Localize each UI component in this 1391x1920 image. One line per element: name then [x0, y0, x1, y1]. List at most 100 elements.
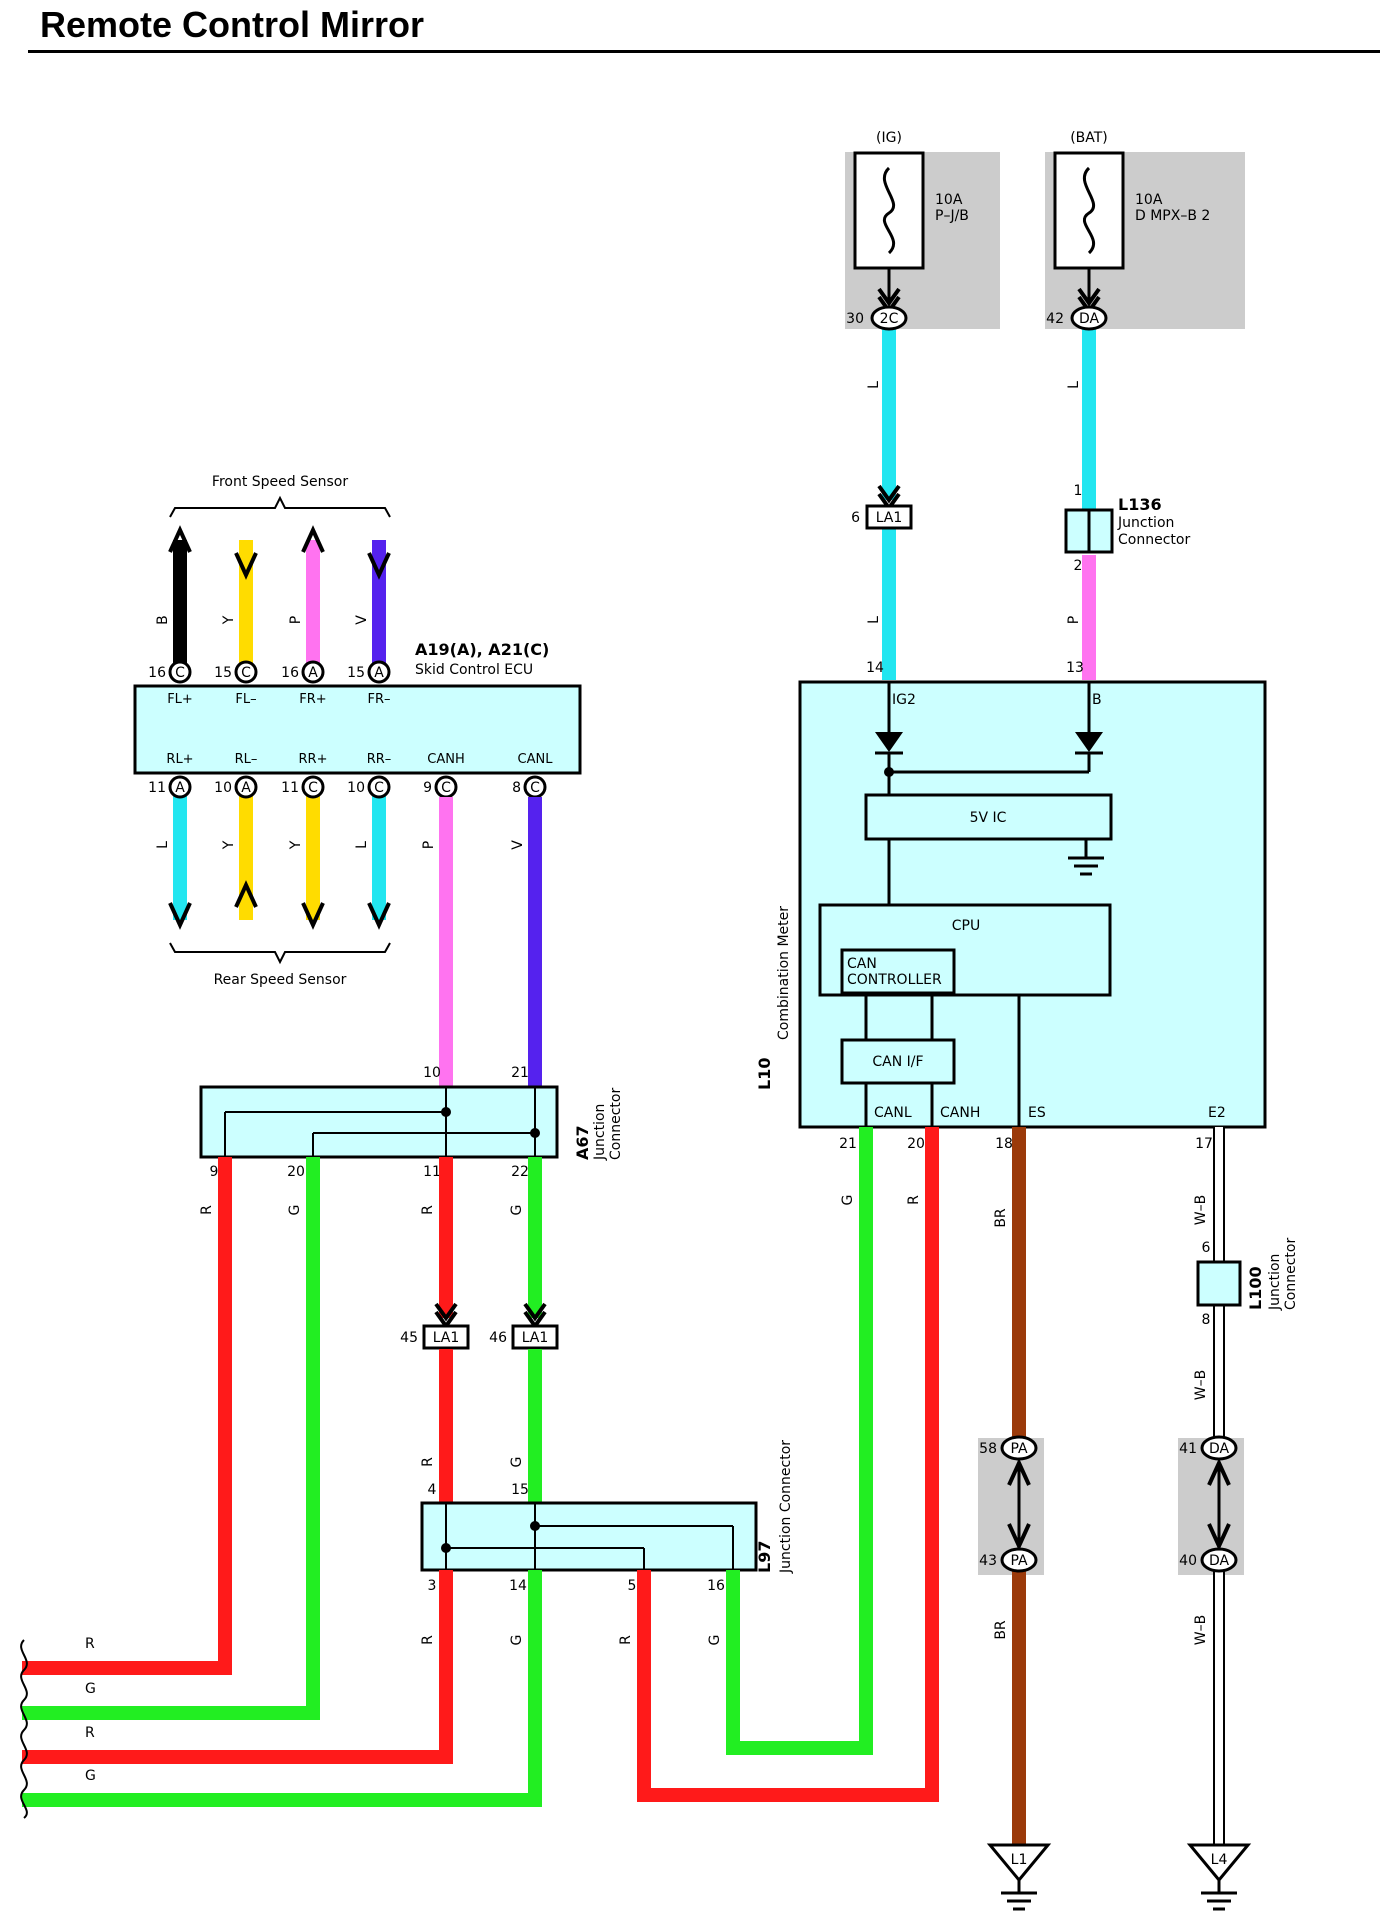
ecu-bot-pin-5-letter: C	[530, 780, 540, 796]
ground-l1-triangle	[986, 1843, 1052, 1883]
a67-l-dot	[530, 1128, 540, 1138]
l136-in-pin: 1	[1074, 483, 1083, 499]
ig-fuse-rating: 10A	[935, 192, 963, 208]
ecu-bot-pin-2-letter: C	[308, 780, 318, 796]
ecu-top-pin-3-letter: A	[374, 665, 384, 681]
front-sensor-brace	[169, 495, 391, 518]
meter-b-diode	[1075, 732, 1103, 752]
pa-bottom-pin: 43	[979, 1553, 997, 1569]
rear-arrow-1	[234, 880, 258, 908]
front-arrow-0	[168, 525, 192, 553]
bat-label: (BAT)	[1070, 130, 1108, 146]
wire-ig-label2: L	[866, 616, 882, 624]
wire-a67-9-label: R	[199, 1205, 215, 1215]
ecu-top-num-1: 15	[214, 665, 232, 681]
meter-pin-14: 14	[866, 660, 884, 676]
wire-l97-5-label: R	[618, 1635, 634, 1645]
da-link-arrow-down	[1207, 1523, 1231, 1551]
wire-a67-9-r	[22, 1157, 232, 1675]
l100-id: L100	[1246, 1266, 1265, 1310]
skid-ecu-name: Skid Control ECU	[415, 662, 533, 678]
ecu-top-label-1: FL–	[235, 692, 256, 707]
da-top-oval-text: DA	[1209, 1441, 1230, 1457]
a67-name: JunctionConnector	[592, 1088, 624, 1161]
pa-link-arrow-down	[1007, 1523, 1031, 1551]
ecu-bot-label-4: CANH	[427, 752, 464, 767]
ecu-bot-label-1: RL–	[235, 752, 258, 767]
wire-canl-label: G	[840, 1195, 856, 1206]
ecu-top-pin-2-letter: A	[308, 665, 318, 681]
left-wire-label-2: G	[85, 1681, 96, 1697]
front-arrow-3	[367, 552, 391, 580]
l97-connector	[420, 1501, 758, 1572]
l100-out-pin: 8	[1202, 1312, 1211, 1328]
da-bottom-pin: 40	[1179, 1553, 1197, 1569]
l97-bot-pin-14: 14	[509, 1578, 527, 1594]
la1-r-box-text: LA1	[522, 1330, 549, 1346]
pa-top-oval-text: PA	[1010, 1441, 1028, 1457]
ecu-bot-pin-0-letter: A	[175, 780, 185, 796]
ecu-bot-pin-4-letter: C	[441, 780, 451, 796]
rear-wire-label-0: L	[155, 841, 171, 849]
front-arrow-1	[234, 552, 258, 580]
a67-top-pin-10: 10	[423, 1065, 441, 1081]
skid-ecu-title: A19(A), A21(C)	[415, 640, 549, 659]
meter-e2-label: E2	[1208, 1105, 1226, 1121]
page-title: Remote Control Mirror	[40, 4, 425, 45]
l100-box	[1196, 1260, 1242, 1307]
l100-name: JunctionConnector	[1267, 1238, 1299, 1311]
meter-pin-18: 18	[995, 1136, 1013, 1152]
a67-h-dot	[441, 1107, 451, 1117]
front-wire-label-2: P	[288, 616, 304, 624]
rear-arrow-3	[367, 902, 391, 930]
ground-l4-triangle	[1186, 1843, 1252, 1883]
bat-fuse-element	[1082, 166, 1096, 255]
pa-top-pin: 58	[979, 1441, 997, 1457]
meter-ig2-label: IG2	[892, 692, 916, 708]
ig-fuse-name: P–J/B	[935, 208, 969, 224]
a67-top-pin-21: 21	[511, 1065, 529, 1081]
ecu-top-pin-1-letter: C	[241, 665, 251, 681]
l97-g-dot	[530, 1521, 540, 1531]
ig-label: (IG)	[876, 130, 902, 146]
ecu-bot-pin-1	[234, 775, 258, 799]
wire-l97-3-label: R	[420, 1635, 436, 1645]
rear-sensor-label: Rear Speed Sensor	[214, 972, 347, 988]
meter-canl-label: CANL	[874, 1105, 912, 1121]
wire-ig-label: L	[866, 381, 882, 389]
bat-fuse-box	[1053, 151, 1125, 270]
bat-fuse-name: D MPX–B 2	[1135, 208, 1210, 224]
la1-l-box-text: LA1	[433, 1330, 460, 1346]
rear-wire-label-5: V	[510, 840, 526, 850]
l97-top-pin-4: 4	[428, 1482, 437, 1498]
l97-bot-pin-5: 5	[628, 1578, 637, 1594]
ig-fuse-box	[853, 151, 925, 270]
ecu-top-label-3: FR–	[367, 692, 390, 707]
l97-top-pin-15: 15	[511, 1482, 529, 1498]
wire-es-label: BR	[993, 1208, 1009, 1228]
l136-out-pin: 2	[1074, 558, 1083, 574]
ig-conn-oval-text: 2C	[880, 311, 899, 327]
ecu-bot-num-4: 9	[423, 780, 432, 796]
ig-fuse-element	[882, 166, 896, 255]
bat-conn-oval-text: DA	[1079, 311, 1100, 327]
wire-bat-label2: P	[1066, 616, 1082, 624]
meter-can-controller	[840, 948, 956, 995]
wire-a67-11-label: R	[420, 1205, 436, 1215]
ecu-bot-pin-3	[367, 775, 391, 799]
ecu-bot-label-2: RR+	[299, 752, 328, 767]
left-wire-label-4: G	[85, 1768, 96, 1784]
pa-bottom-oval-text: PA	[1010, 1553, 1028, 1569]
a67-bot-pin-20: 20	[287, 1164, 305, 1180]
ecu-top-label-2: FR+	[299, 692, 326, 707]
ig-conn-oval	[870, 305, 908, 331]
l97-name: Junction Connector	[778, 1440, 794, 1574]
wire-l97-5-canh	[637, 1127, 939, 1802]
wire-a67-20-g	[22, 1157, 320, 1720]
l100-in-pin: 6	[1202, 1240, 1211, 1256]
meter-canh-label: CANH	[940, 1105, 980, 1121]
ecu-bot-pin-1-letter: A	[241, 780, 251, 796]
wire-l97-14-label: G	[509, 1635, 525, 1646]
